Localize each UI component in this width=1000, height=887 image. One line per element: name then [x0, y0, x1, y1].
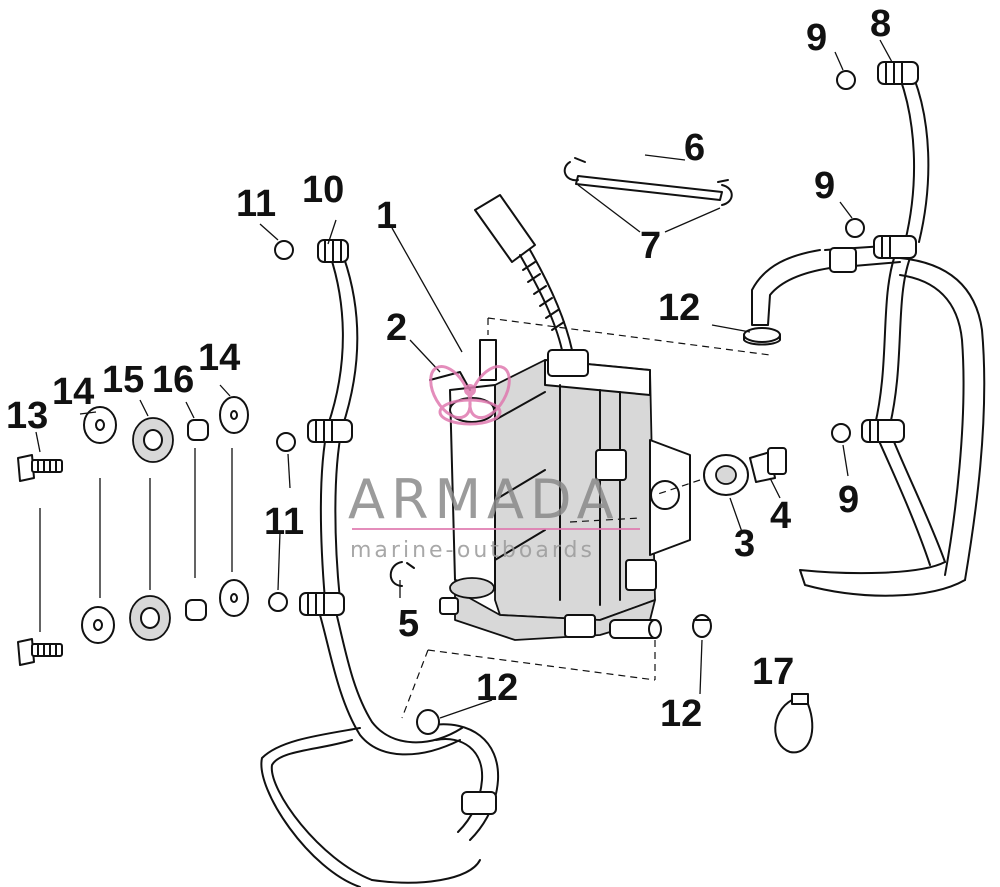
hose-tee-fitting-left-low: [299, 592, 345, 616]
callout-6: 6: [684, 127, 705, 169]
part-14-washer-right-top: [219, 396, 249, 434]
watermark-tagline: marine-outboards: [350, 538, 595, 563]
part-6-rod: [575, 175, 723, 201]
watermark: ARMADA marine-outboards: [348, 365, 640, 563]
callout-9-low: 9: [838, 479, 859, 521]
callout-11-top: 11: [236, 183, 276, 225]
part-16-spacer-bottom: [185, 599, 207, 621]
leader-lines: [35, 39, 893, 719]
callout-5: 5: [398, 603, 419, 645]
callout-4: 4: [770, 495, 791, 537]
part-7-clip-left: [563, 157, 586, 182]
hose-clamp-right: [829, 247, 857, 273]
callout-16: 16: [152, 359, 194, 401]
part-15-grommet-bottom: [129, 595, 171, 641]
part-14-washer-right-bottom: [219, 579, 249, 617]
hose-tee-fitting-right-mid: [873, 235, 917, 259]
callout-3: 3: [734, 523, 755, 565]
callout-12-right: 12: [660, 693, 702, 735]
part-5-snap-ring: [389, 561, 415, 587]
watermark-brand: ARMADA: [348, 468, 620, 531]
part-3-grommet: [703, 454, 749, 496]
callout-10: 10: [302, 169, 344, 211]
part-9-o-ring-top: [836, 70, 856, 90]
part-11-o-ring-top: [274, 240, 294, 260]
callout-7: 7: [640, 225, 661, 267]
hose-tee-fitting-right-low: [861, 419, 905, 443]
hose-fitting-left-top: [317, 239, 349, 263]
fuel-pump: [429, 339, 497, 599]
assembly-dashed-lines: [401, 317, 771, 719]
callout-15: 15: [102, 359, 144, 401]
hose-tee-fitting-left-mid: [307, 419, 353, 443]
callout-8: 8: [870, 3, 891, 45]
part-14-washer-top: [83, 406, 117, 444]
callout-12-bottom: 12: [476, 667, 518, 709]
part-14-washer-bottom: [81, 606, 115, 644]
callout-labels: 1 2 3 4 5 6 7 8 9 9 9 10 11 11 12 12 12 …: [6, 3, 891, 735]
outlet-fitting: [609, 619, 662, 639]
callout-9-top: 9: [806, 17, 827, 59]
part-17-clamp: [774, 693, 814, 754]
part-13-bolt-bottom: [17, 638, 63, 666]
part-13-bolt-top: [17, 454, 63, 482]
wiring-connector: [474, 194, 573, 351]
callout-11-low: 11: [264, 501, 304, 543]
part-16-spacer-top: [187, 419, 209, 441]
part-9-o-ring-low: [831, 423, 851, 443]
hose-fitting-right-top: [877, 61, 919, 85]
part-15-grommet-top: [132, 417, 174, 463]
hose-left: [260, 254, 481, 887]
part-7-clip-right: [717, 179, 733, 206]
alignment-lines: [39, 448, 233, 632]
part-11-o-ring-low: [268, 592, 288, 612]
part-11-o-ring-mid: [276, 432, 296, 452]
callout-9-mid: 9: [814, 165, 835, 207]
callout-13: 13: [6, 395, 48, 437]
callout-17: 17: [752, 651, 794, 693]
callout-2: 2: [386, 307, 407, 349]
vapor-separator-body: [439, 349, 691, 641]
part-12-clamp-top: [743, 327, 781, 346]
callout-14-right: 14: [198, 337, 240, 379]
part-12-clamp-bottom: [416, 709, 440, 735]
callout-1: 1: [376, 195, 397, 237]
part-4-valve: [749, 447, 787, 483]
callout-14-left: 14: [52, 371, 94, 413]
hose-bottom: [431, 723, 500, 841]
part-12-clamp-right: [692, 614, 712, 638]
watermark-logo-icon: [429, 365, 511, 426]
part-9-o-ring-mid: [845, 218, 865, 238]
callout-12-top: 12: [658, 287, 700, 329]
